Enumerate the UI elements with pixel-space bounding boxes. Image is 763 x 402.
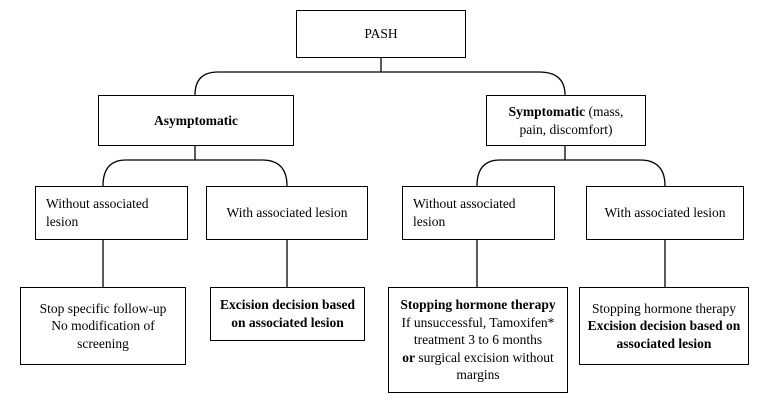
asym-with-outcome-line-1: Excision decision based [219, 297, 356, 313]
node-symptomatic-label: Symptomatic [508, 103, 586, 119]
node-asym-without-line-1: Without associated [46, 196, 149, 212]
node-sym-without-line-1: Without associated [413, 196, 516, 212]
connector-symptomatic-split [476, 146, 666, 187]
node-sym-with-lesion: With associated lesion [586, 186, 744, 240]
node-symptomatic-detail-2: pain, discomfort) [519, 121, 613, 137]
node-symptomatic-line-1: Symptomatic (mass, [509, 103, 624, 121]
sym-without-outcome-line-1: Stopping hormone therapy [400, 297, 556, 313]
sym-with-outcome-line-2: Excision decision based on [587, 318, 741, 334]
asym-without-outcome-line-2: No modification of [51, 318, 155, 334]
connector-root-split [194, 58, 566, 96]
node-sym-with-outcome: Stopping hormone therapy Excision decisi… [579, 287, 749, 365]
asym-without-outcome-line-1: Stop specific follow-up [39, 300, 167, 316]
sym-without-outcome-line-5: margins [456, 367, 500, 383]
node-sym-with-label: With associated lesion [604, 205, 726, 221]
node-sym-without-outcome: Stopping hormone therapy If unsuccessful… [388, 287, 568, 393]
asym-without-outcome-line-3: screening [77, 335, 129, 351]
sym-without-outcome-line-4-rest: surgical excision without [414, 349, 554, 365]
node-asym-without-line-2: lesion [46, 214, 79, 229]
node-sym-without-line-2: lesion [413, 214, 446, 229]
sym-with-outcome-line-1: Stopping hormone therapy [592, 300, 736, 316]
node-asym-without-lesion: Without associated lesion [35, 186, 188, 240]
node-asymptomatic: Asymptomatic [98, 95, 294, 146]
node-symptomatic: Symptomatic (mass, pain, discomfort) [486, 95, 646, 146]
node-asym-without-outcome: Stop specific follow-up No modification … [20, 287, 186, 365]
node-sym-without-lesion: Without associated lesion [402, 186, 555, 240]
node-pash: PASH [296, 10, 466, 58]
node-symptomatic-detail-1: (mass, [585, 103, 624, 119]
connector-asymptomatic-split [102, 146, 288, 187]
node-pash-label: PASH [364, 26, 398, 42]
node-asym-with-label: With associated lesion [226, 205, 348, 221]
node-asymptomatic-label: Asymptomatic [154, 112, 238, 128]
sym-with-outcome-line-3: associated lesion [616, 335, 712, 351]
asym-with-outcome-line-2: on associated lesion [231, 315, 344, 330]
sym-without-outcome-line-4: or surgical excision without [402, 349, 554, 367]
sym-without-outcome-line-2: If unsuccessful, Tamoxifen* [401, 314, 555, 330]
sym-without-outcome-line-3: treatment 3 to 6 months [413, 332, 543, 348]
node-asym-with-lesion: With associated lesion [206, 186, 368, 240]
sym-without-outcome-or: or [402, 349, 415, 365]
node-asym-with-outcome: Excision decision based on associated le… [210, 287, 365, 341]
